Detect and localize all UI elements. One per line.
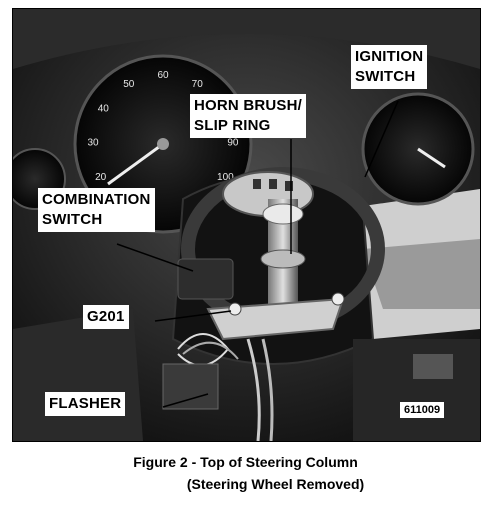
- speedometer-numeral: 70: [192, 79, 204, 90]
- callout-horn-brush-slip-ring: HORN BRUSH/ SLIP RING: [190, 94, 307, 138]
- figure-caption-subtitle: (Steering Wheel Removed): [186, 476, 365, 492]
- callout-ignition-switch: IGNITION SWITCH: [351, 45, 428, 89]
- figure-caption-title: Figure 2 - Top of Steering Column: [133, 454, 358, 470]
- leader-lines: [116, 100, 399, 408]
- figure-id-label: 611009: [400, 402, 445, 418]
- speedometer-numeral: 50: [123, 79, 135, 90]
- speedometer-numeral: 40: [98, 103, 110, 114]
- callout-combination-switch: COMBINATION SWITCH: [38, 188, 155, 232]
- tachometer-gauge: [361, 92, 475, 206]
- speedometer-numeral: 90: [227, 137, 239, 148]
- speedometer-numeral: 100: [217, 172, 234, 183]
- callout-g201: G201: [83, 305, 129, 329]
- callout-flasher: FLASHER: [45, 392, 126, 416]
- speedometer-numeral: 60: [157, 70, 169, 81]
- speedometer-numeral: 20: [95, 172, 107, 183]
- speedometer-numeral: 30: [87, 137, 99, 148]
